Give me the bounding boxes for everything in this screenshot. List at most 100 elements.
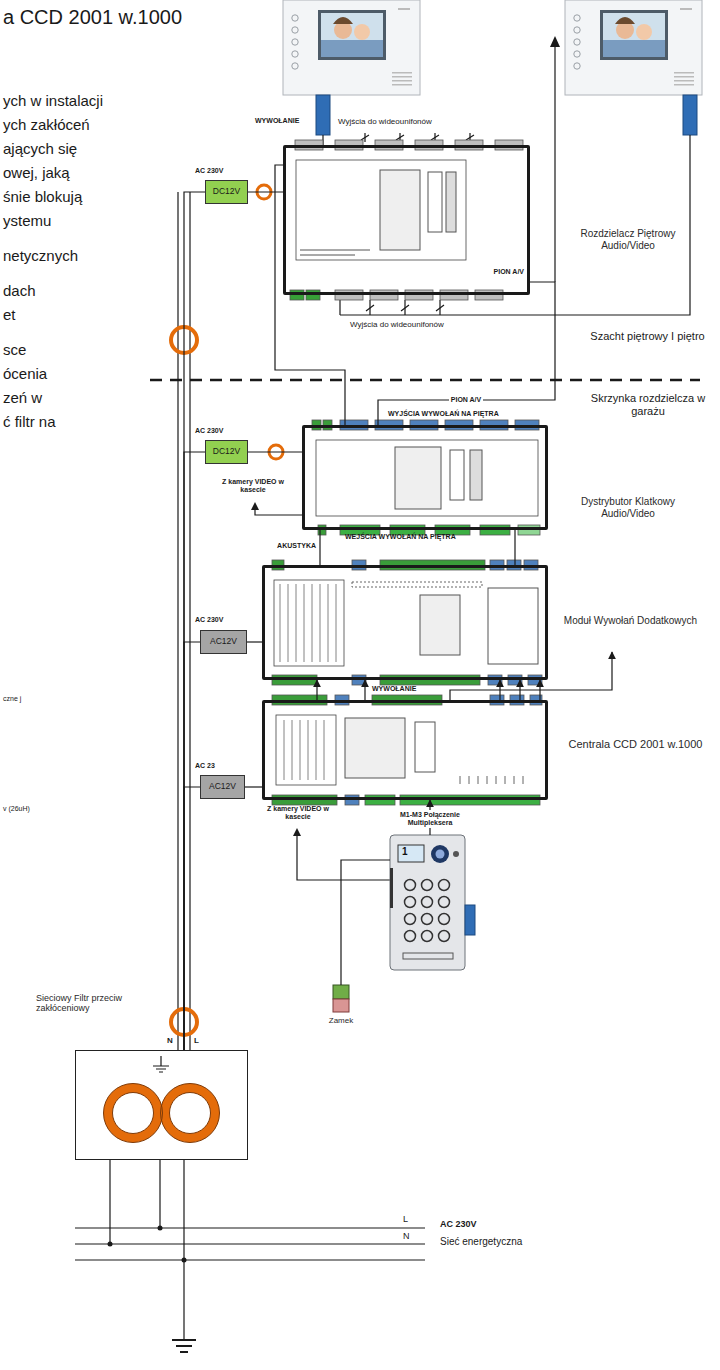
- screen-hair: [333, 17, 353, 24]
- keypad-key: [439, 914, 450, 925]
- terminal-block: [345, 795, 359, 805]
- signal-label: WYJŚCIA WYWOŁAŃ NA PIĘTRA: [388, 410, 543, 418]
- videophone-button: [292, 39, 298, 45]
- voltage-label: AC 230V: [195, 167, 240, 175]
- wire-letter: N: [403, 1231, 415, 1241]
- camera-label: Z kamery VIDEO w kasecie: [256, 805, 340, 821]
- filter-choke: [113, 1093, 154, 1134]
- dc-power-supply: DC12V: [205, 180, 248, 204]
- page-title: a CCD 2001 w.1000: [3, 6, 182, 29]
- keypad-key: [405, 897, 416, 908]
- call-module: Moduł Wywołań Dodatkowych: [262, 565, 548, 680]
- mains-wiring: [75, 1160, 425, 1340]
- keypad-key: [422, 897, 433, 908]
- videophone-button: [574, 15, 580, 21]
- mains-line: [75, 1259, 425, 1260]
- wire-connector: [319, 530, 320, 565]
- speaker-grille: [674, 72, 694, 74]
- keypad-key: [405, 880, 416, 891]
- component: [450, 450, 464, 500]
- filter-heading: Sieciowy Filtr przeciw zakłóceniowy: [36, 993, 154, 1014]
- lock-body: [333, 985, 349, 999]
- terminal-block: [365, 795, 395, 805]
- psu-label: DC12V: [213, 187, 240, 197]
- display-digit: 1: [402, 846, 414, 858]
- videophone-button: [574, 27, 580, 33]
- intro-text: dach: [3, 282, 175, 299]
- control-unit-art: [272, 695, 542, 805]
- voltage-label: AC 230V: [195, 427, 240, 435]
- filter-choke: [161, 1084, 220, 1143]
- wire-connector: [450, 652, 612, 700]
- terminal-block: [440, 290, 468, 300]
- board-trace: [300, 250, 370, 255]
- door-panel-art: [390, 835, 475, 970]
- videophone-button: [292, 63, 298, 69]
- terminal-block: [272, 795, 337, 805]
- screen-face: [636, 24, 652, 40]
- speaker-grille: [392, 72, 412, 74]
- screen-photo: [321, 13, 383, 57]
- videophone-button: [574, 63, 580, 69]
- terminal-block: [370, 290, 398, 300]
- circuit-board: [316, 440, 538, 516]
- terminal-block: [480, 525, 510, 535]
- circuit-board: [296, 160, 466, 260]
- filter-art: [104, 1056, 220, 1143]
- riser-wire: [554, 44, 555, 282]
- circuit-board: [274, 580, 344, 666]
- door-lock: Zamek: [333, 985, 349, 1012]
- terminal-block: [475, 290, 503, 300]
- wire-letter: N: [167, 1036, 176, 1045]
- junction-dot: [108, 1242, 113, 1247]
- keypad-key: [439, 897, 450, 908]
- screen-photo: [321, 40, 383, 57]
- filter-choke: [165, 1088, 215, 1138]
- intro-text: ych zakłóceń: [3, 116, 175, 133]
- component: [446, 172, 456, 232]
- speaker-grille: [392, 76, 412, 78]
- signal-label: WEJŚCIA WYWOŁAŃ NA PIĘTRA: [345, 533, 510, 541]
- logo-module: [345, 718, 405, 778]
- voltage-label: AC 230V: [440, 1219, 510, 1229]
- terminal-block: [400, 795, 540, 805]
- intro-text: ć filtr na: [3, 413, 175, 430]
- edge-label: AKUSTYKA: [266, 542, 316, 550]
- videophone-button: [292, 51, 298, 57]
- screen-hair: [615, 17, 635, 24]
- panel-edge: [390, 868, 393, 908]
- wire-slash: [361, 135, 474, 140]
- camera-arrow: [293, 828, 301, 836]
- bus-wire: [177, 192, 178, 1050]
- edge-label: M1-M3 Połączenie Multipleksera: [388, 810, 472, 828]
- filter-choke: [104, 1084, 163, 1143]
- bus-wire: [189, 192, 190, 1050]
- edge-label: PION A/V: [449, 395, 483, 405]
- wire-connector: [184, 787, 200, 1050]
- mains-filter: Sieciowy Filtr przeciw zakłóceniowy: [75, 1050, 248, 1160]
- terminal-block: [272, 675, 317, 685]
- camera-label: Z kamery VIDEO w kasecie: [212, 478, 294, 494]
- videophone-screen: [318, 10, 386, 60]
- wire-slash: [366, 305, 444, 311]
- keypad-key: [405, 914, 416, 925]
- keypad-key: [405, 931, 416, 942]
- wire-connector: [364, 680, 365, 700]
- stairwell-distributor-art: [312, 420, 540, 535]
- earth-wire: [183, 1160, 184, 1340]
- screen-photo: [603, 40, 665, 57]
- camera-arrow: [251, 502, 259, 510]
- psu-label: DC12V: [213, 447, 240, 457]
- card-slot: [403, 953, 453, 959]
- psu-label: AC12V: [209, 782, 236, 792]
- dc-power-supply: DC12V: [205, 440, 248, 464]
- control-unit: Centrala CCD 2001 w.1000: [262, 700, 548, 800]
- logo-module: [395, 447, 441, 509]
- wire-letter: L: [194, 1036, 203, 1045]
- speaker-grille: [674, 84, 694, 86]
- intro-text: et: [3, 306, 175, 323]
- floor-boundary: [150, 379, 700, 382]
- panel-display: [398, 845, 424, 862]
